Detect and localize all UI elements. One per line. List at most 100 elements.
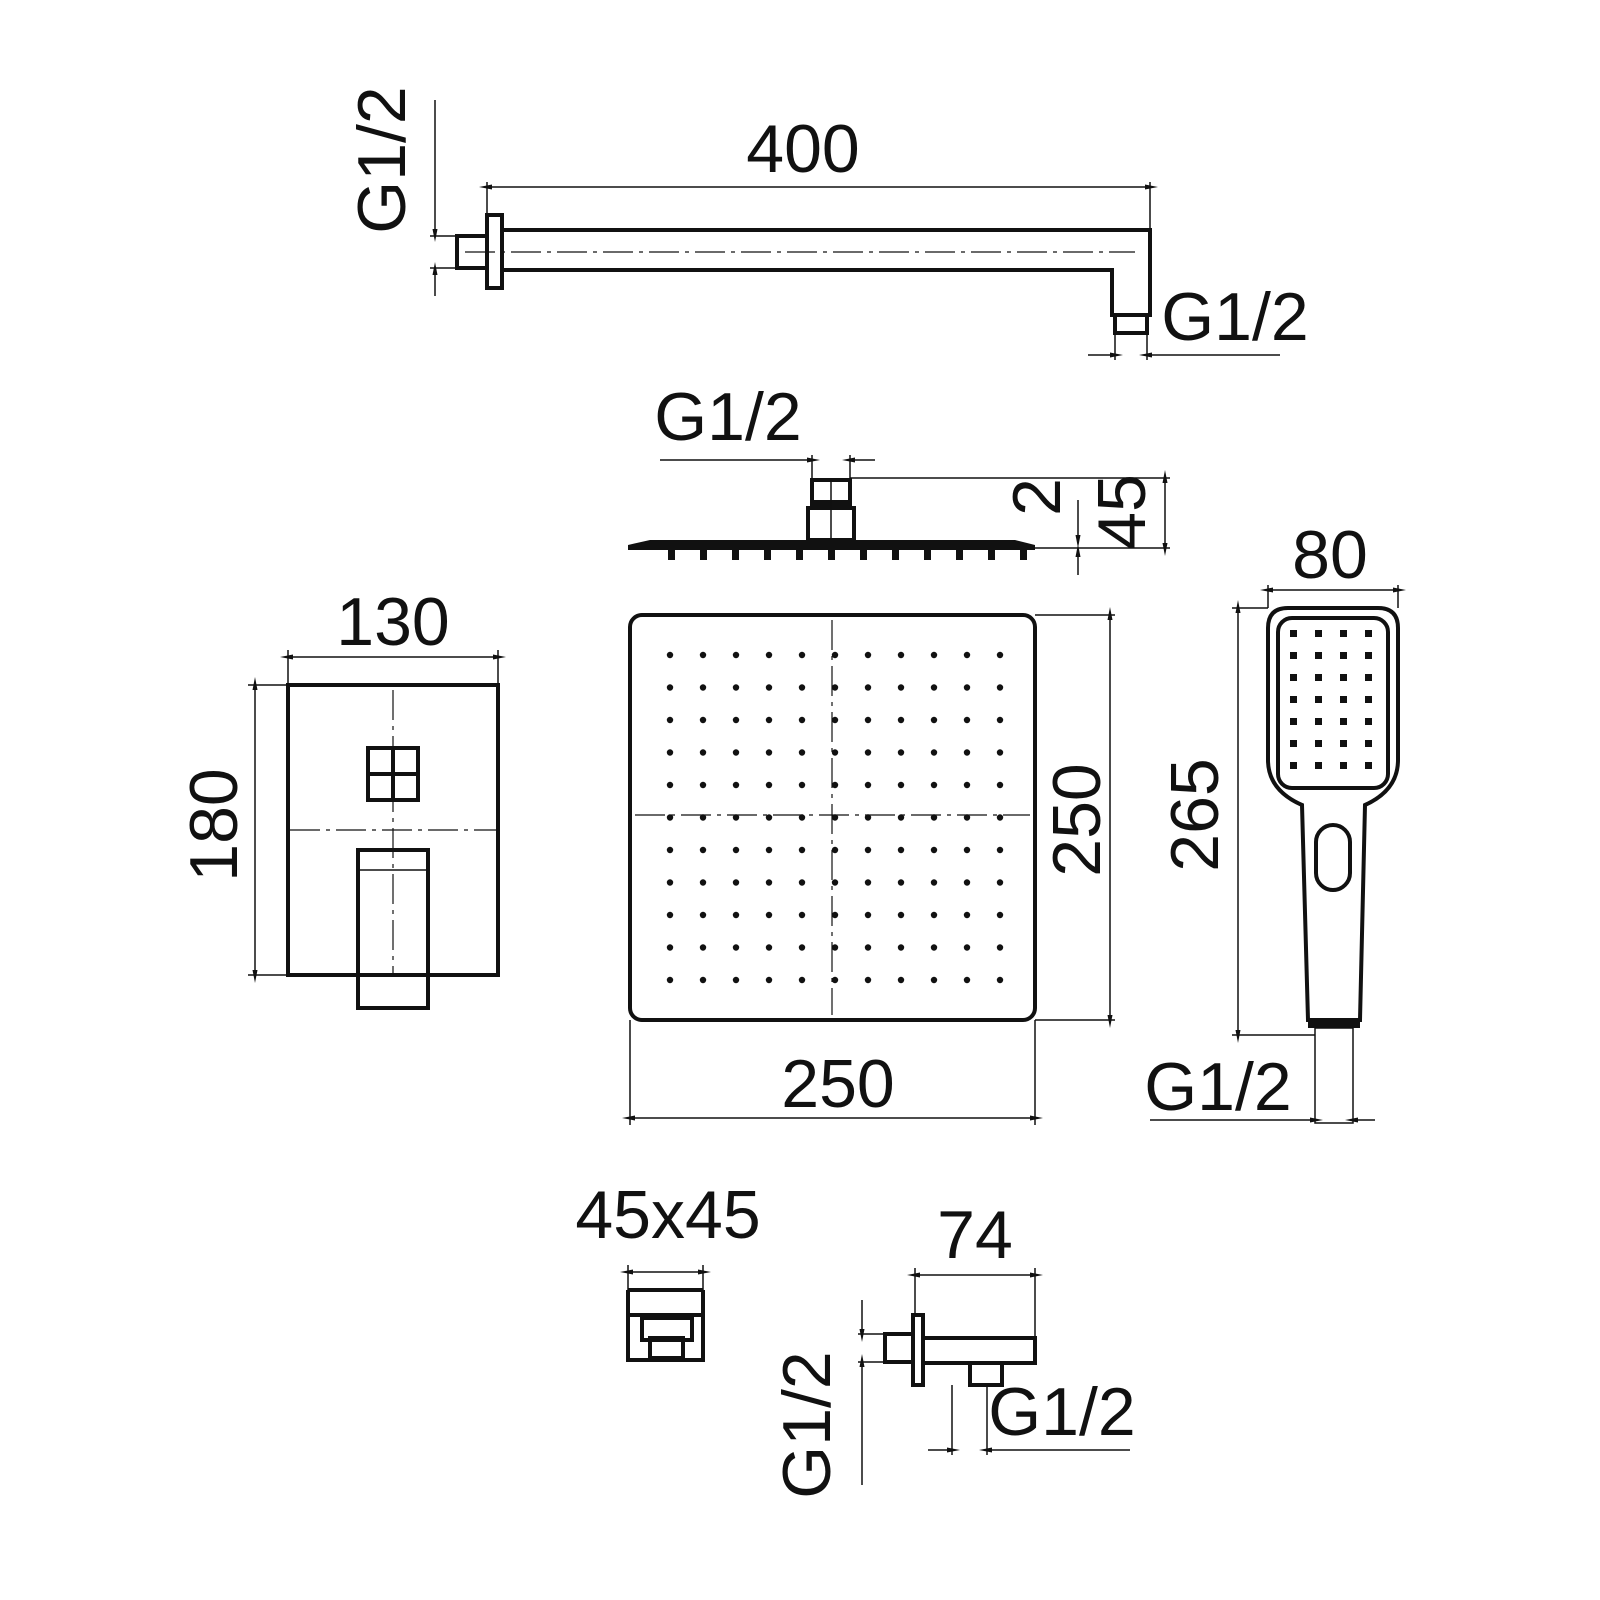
nozzle-mark — [930, 976, 938, 984]
nozzle-mark — [996, 684, 1004, 691]
nozzle-mark — [1365, 740, 1372, 747]
nozzle-mark — [700, 550, 707, 560]
nozzle-mark — [924, 550, 931, 560]
hand-length-label: 265 — [1157, 758, 1233, 871]
nozzle-mark — [831, 781, 839, 789]
nozzle-mark — [765, 651, 773, 659]
head-height-label: 45 — [1084, 474, 1160, 550]
nozzle-mark — [732, 684, 740, 691]
nozzle-mark — [831, 879, 839, 886]
nozzle-mark — [996, 846, 1004, 854]
nozzle-mark — [897, 846, 905, 854]
nozzle-mark — [798, 911, 806, 919]
nozzle-mark — [897, 651, 905, 659]
nozzle-mark — [963, 976, 971, 984]
nozzle-mark — [765, 846, 773, 854]
shower-head-top-drawing: 250 250 — [622, 607, 1115, 1125]
nozzle-mark — [864, 716, 872, 724]
nozzle-mark — [864, 976, 872, 984]
nozzle-mark — [732, 781, 740, 789]
holder-size-label: 45x45 — [575, 1177, 760, 1253]
nozzle-mark — [796, 550, 803, 560]
nozzle-mark — [1365, 718, 1372, 725]
nozzle-mark — [996, 651, 1004, 659]
nozzle-mark — [798, 651, 806, 659]
nozzle-mark — [1340, 718, 1347, 725]
hand-shower-nozzles — [1290, 630, 1372, 769]
nozzle-mark — [930, 716, 938, 724]
nozzle-mark — [666, 749, 674, 756]
nozzle-mark — [699, 781, 707, 789]
nozzle-mark — [765, 814, 773, 821]
nozzle-mark — [699, 879, 707, 886]
nozzle-mark — [732, 749, 740, 756]
nozzle-mark — [1290, 674, 1297, 681]
nozzle-mark — [699, 846, 707, 854]
nozzle-mark — [699, 716, 707, 724]
nozzle-mark — [831, 814, 839, 821]
nozzle-mark — [864, 749, 872, 756]
nozzle-mark — [930, 911, 938, 919]
nozzle-mark — [798, 976, 806, 984]
mixer-drawing: 130 180 — [176, 584, 506, 1010]
nozzle-mark — [666, 879, 674, 886]
nozzle-mark — [1290, 718, 1297, 725]
nozzle-mark — [666, 846, 674, 854]
nozzle-mark — [1340, 630, 1347, 637]
nozzle-mark — [956, 550, 963, 560]
nozzle-mark — [1290, 740, 1297, 747]
elbow-wall-thread-label: G1/2 — [769, 1351, 845, 1498]
nozzle-mark — [699, 814, 707, 821]
nozzle-mark — [1340, 652, 1347, 659]
mixer-width-label: 130 — [336, 584, 449, 660]
nozzle-mark — [963, 911, 971, 919]
nozzle-mark — [864, 814, 872, 821]
hand-width-label: 80 — [1292, 517, 1368, 593]
nozzle-mark — [897, 781, 905, 789]
nozzle-mark — [831, 716, 839, 724]
nozzle-mark — [930, 814, 938, 821]
nozzle-mark — [666, 911, 674, 919]
nozzle-mark — [764, 550, 771, 560]
nozzle-mark — [831, 684, 839, 691]
nozzle-mark — [963, 781, 971, 789]
nozzle-mark — [1365, 630, 1372, 637]
nozzle-mark — [897, 944, 905, 951]
nozzle-mark — [1315, 674, 1322, 681]
holder-drawing: 45x45 — [575, 1177, 761, 1362]
nozzle-mark — [996, 879, 1004, 886]
nozzle-mark — [864, 879, 872, 886]
nozzle-mark — [1340, 696, 1347, 703]
nozzle-mark — [1290, 652, 1297, 659]
nozzle-mark — [798, 684, 806, 691]
nozzle-mark — [732, 976, 740, 984]
nozzle-mark — [1315, 762, 1322, 769]
nozzle-mark — [666, 781, 674, 789]
shower-arm-drawing: 400 G1/2 G1/2 — [344, 86, 1309, 360]
nozzle-mark — [864, 781, 872, 789]
nozzle-mark — [798, 879, 806, 886]
elbow-length-label: 74 — [937, 1197, 1013, 1273]
nozzle-mark — [732, 550, 739, 560]
nozzle-mark — [798, 749, 806, 756]
nozzle-mark — [765, 976, 773, 984]
nozzle-grid — [666, 651, 1004, 984]
nozzle-mark — [963, 716, 971, 724]
nozzle-mark — [732, 716, 740, 724]
nozzle-mark — [1365, 762, 1372, 769]
head-thread-label: G1/2 — [654, 379, 801, 455]
nozzle-mark — [963, 684, 971, 691]
nozzle-mark — [765, 684, 773, 691]
nozzle-mark — [666, 716, 674, 724]
nozzle-mark — [1290, 762, 1297, 769]
nozzle-mark — [864, 684, 872, 691]
nozzle-mark — [831, 944, 839, 951]
nozzle-mark — [1315, 630, 1322, 637]
elbow-outlet-thread-label: G1/2 — [988, 1374, 1135, 1450]
head-width-label: 250 — [781, 1046, 894, 1122]
nozzle-mark — [1315, 740, 1322, 747]
nozzle-mark — [765, 749, 773, 756]
nozzle-mark — [828, 550, 835, 560]
nozzle-mark — [897, 749, 905, 756]
